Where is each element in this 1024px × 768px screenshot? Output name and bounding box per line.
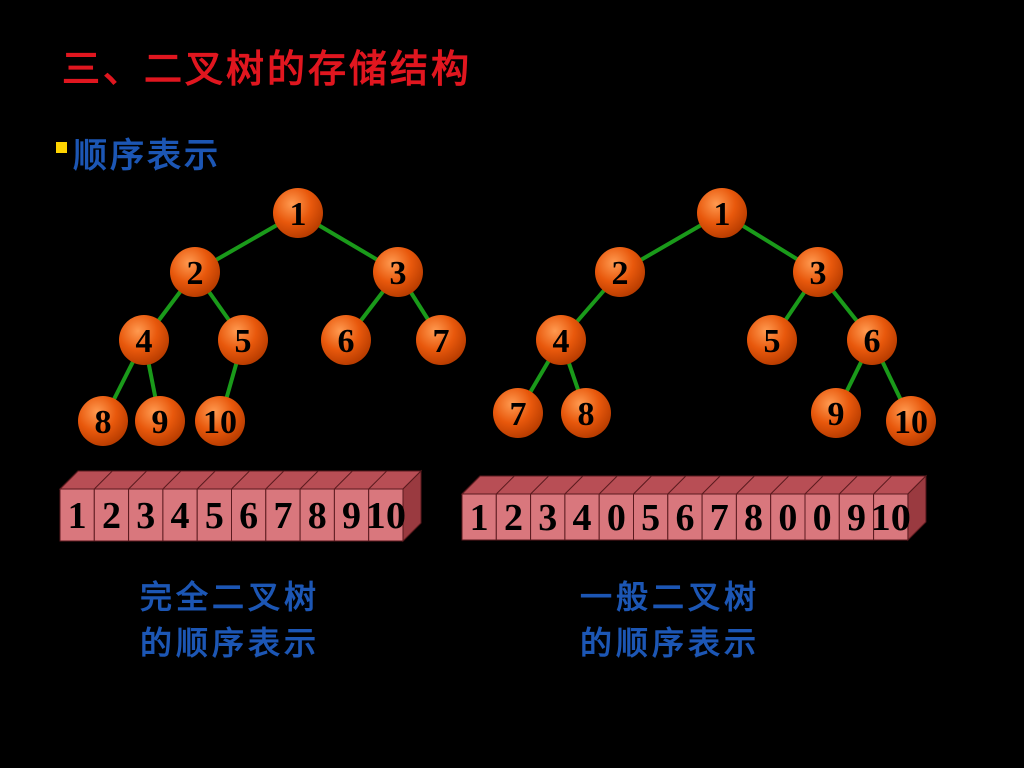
tree-node: 2 xyxy=(170,247,220,297)
array-cell-value: 8 xyxy=(744,497,763,539)
tree-node: 1 xyxy=(697,188,747,238)
tree-node: 4 xyxy=(536,315,586,365)
tree-node-label: 2 xyxy=(187,255,204,292)
array-cell-value: 10 xyxy=(871,497,911,539)
tree-node: 5 xyxy=(747,315,797,365)
array-cell-value: 0 xyxy=(813,497,832,539)
tree-node: 9 xyxy=(811,388,861,438)
array-cell: 7 xyxy=(265,470,301,542)
tree-node-label: 8 xyxy=(578,396,595,433)
general-tree-caption: 一般二叉树 的顺序表示 xyxy=(580,574,760,666)
array-cell: 0 xyxy=(598,475,635,541)
array-cell-value: 2 xyxy=(504,497,523,539)
tree-node: 1 xyxy=(273,188,323,238)
array-top-face xyxy=(460,475,928,495)
general-binary-tree: 1 2 3 4 5 6 7 8 9 10 xyxy=(493,188,936,446)
tree-node-label: 2 xyxy=(612,255,629,292)
array-cell: 8 xyxy=(299,470,335,542)
array-cell: 10 xyxy=(871,475,911,541)
tree-node-label: 3 xyxy=(390,255,407,292)
tree-node: 7 xyxy=(493,388,543,438)
tree-node-label: 5 xyxy=(235,323,252,360)
tree-node: 2 xyxy=(595,247,645,297)
tree-node-label: 9 xyxy=(828,396,845,433)
array-cell: 2 xyxy=(93,470,130,542)
array-cell: 6 xyxy=(667,475,703,541)
array-cell-value: 6 xyxy=(675,497,694,539)
tree-node-label: 10 xyxy=(894,404,928,441)
tree-node-label: 5 xyxy=(764,323,781,360)
tree-node-label: 10 xyxy=(203,404,237,441)
tree-node-label: 6 xyxy=(338,323,355,360)
tree-node: 4 xyxy=(119,315,169,365)
tree-node-label: 4 xyxy=(136,323,153,360)
array-cell: 1 xyxy=(461,475,497,541)
array-cell: 9 xyxy=(333,470,370,542)
square-bullet-icon xyxy=(56,142,67,153)
tree-node-label: 3 xyxy=(810,255,827,292)
tree-node: 3 xyxy=(793,247,843,297)
array-cell-value: 0 xyxy=(607,497,626,539)
array-cell: 3 xyxy=(530,475,566,541)
tree-node-label: 8 xyxy=(95,404,112,441)
array-cell: 5 xyxy=(633,475,669,541)
array-cell: 4 xyxy=(564,475,600,541)
tree-node: 5 xyxy=(218,315,268,365)
array-cell-value: 1 xyxy=(470,497,489,539)
tree-node-label: 4 xyxy=(553,323,570,360)
array-cell-value: 4 xyxy=(573,497,592,539)
tree-node-label: 9 xyxy=(152,404,169,441)
tree-node-label: 7 xyxy=(433,323,450,360)
tree-node: 8 xyxy=(561,388,611,438)
array-cell: 10 xyxy=(366,470,406,542)
array-cell: 3 xyxy=(128,470,164,542)
tree-node-label: 7 xyxy=(510,396,527,433)
array-cell: 8 xyxy=(735,475,772,541)
array-cell-value: 9 xyxy=(847,497,866,539)
array-cell-value: 5 xyxy=(641,497,660,539)
bullet-text: 顺序表示 xyxy=(73,136,221,176)
tree-node-label: 1 xyxy=(714,196,731,233)
tree-node: 10 xyxy=(886,396,936,446)
array-cell: 5 xyxy=(196,470,232,542)
complete-binary-tree: 1 2 3 4 5 6 7 8 9 10 xyxy=(78,188,466,446)
tree-node-label: 6 xyxy=(864,323,881,360)
array-cell-value: 4 xyxy=(171,495,190,537)
tree-node-label: 1 xyxy=(290,196,307,233)
array-cell-value: 6 xyxy=(239,495,258,537)
array-cell-value: 9 xyxy=(342,495,361,537)
array-cell-value: 10 xyxy=(366,495,406,537)
complete-tree-caption: 完全二叉树 的顺序表示 xyxy=(140,574,320,666)
tree-node: 6 xyxy=(321,315,371,365)
array-cell-value: 3 xyxy=(136,495,155,537)
array-cell: 0 xyxy=(804,475,840,541)
tree-node: 10 xyxy=(195,396,245,446)
array-cell: 6 xyxy=(231,470,267,542)
tree-node: 9 xyxy=(135,396,185,446)
array-cell-value: 0 xyxy=(778,497,797,539)
array-cell-value: 2 xyxy=(102,495,121,537)
bullet-item: 顺序表示 xyxy=(56,128,221,177)
array-cell: 7 xyxy=(701,475,737,541)
array-cell-value: 7 xyxy=(710,497,729,539)
slide-title: 三、二叉树的存储结构 xyxy=(62,46,473,91)
array-cell-value: 7 xyxy=(273,495,292,537)
tree-node: 8 xyxy=(78,396,128,446)
array-cell-value: 5 xyxy=(205,495,224,537)
array-cell: 1 xyxy=(59,470,95,542)
array-cell-value: 1 xyxy=(68,495,87,537)
tree-node: 7 xyxy=(416,315,466,365)
caption-line: 的顺序表示 xyxy=(140,624,321,662)
array-cell: 2 xyxy=(495,475,532,541)
tree-node: 6 xyxy=(847,315,897,365)
caption-line: 的顺序表示 xyxy=(580,624,761,662)
tree-node: 3 xyxy=(373,247,423,297)
caption-line: 一般二叉树 xyxy=(580,578,761,616)
array-cell-value: 8 xyxy=(308,495,327,537)
caption-line: 完全二叉树 xyxy=(140,578,321,616)
array-cell-value: 3 xyxy=(538,497,557,539)
